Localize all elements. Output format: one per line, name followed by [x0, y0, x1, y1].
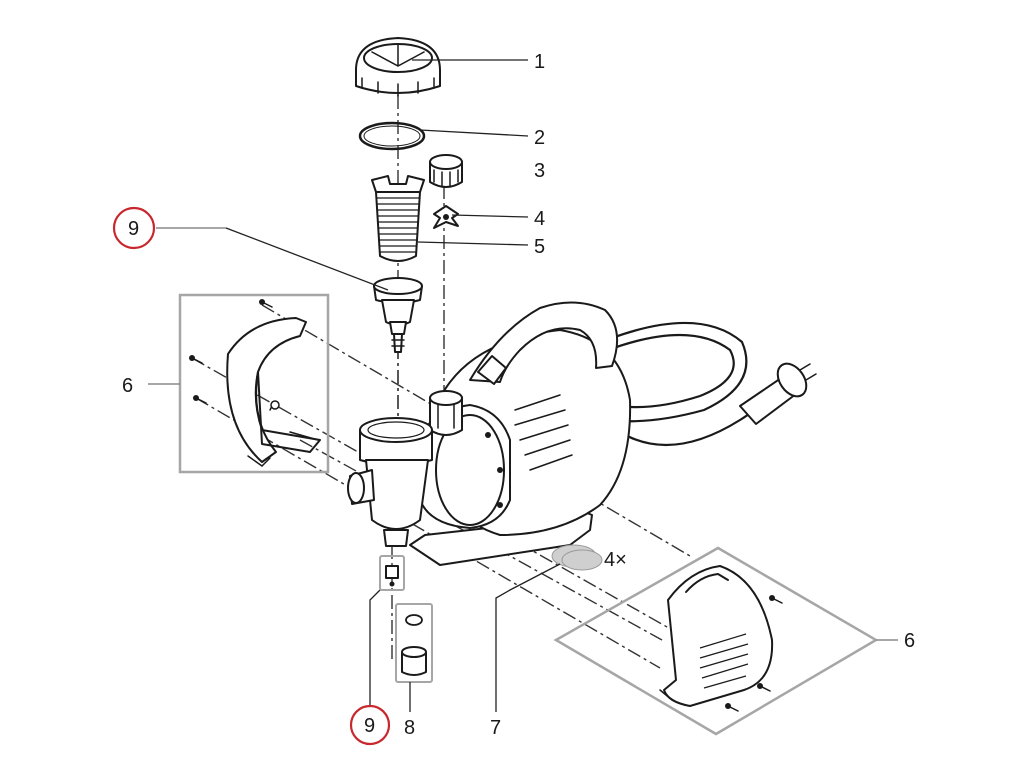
part-9-valve-upper [373, 277, 423, 353]
callout-5: 5 [534, 236, 545, 258]
quantity-label: 4× [604, 549, 627, 571]
callout-6-right: 6 [904, 630, 915, 652]
part-1-cap [355, 37, 441, 97]
highlight-rings [112, 206, 391, 746]
part-8-drain-plug [395, 603, 433, 683]
power-cord [602, 321, 817, 446]
highlight-ring-9-top [112, 206, 156, 250]
callout-4: 4 [534, 208, 545, 230]
callout-2: 2 [534, 127, 545, 149]
callout-8: 8 [404, 717, 415, 739]
pump-body [347, 301, 632, 566]
callout-7: 7 [490, 717, 501, 739]
part-6-cover-left [189, 299, 321, 467]
highlight-ring-9-bottom [349, 704, 391, 746]
callout-6-left: 6 [122, 375, 133, 397]
callout-1: 1 [534, 51, 545, 73]
part-7-foot [551, 544, 603, 571]
callout-labels: 1 2 3 4 5 9 6 6 4× 9 8 7 [122, 51, 915, 739]
callout-3: 3 [534, 160, 545, 182]
part-6-cover-right [659, 565, 783, 712]
part-5-filter [371, 175, 425, 262]
part-2-o-ring [358, 121, 426, 151]
part-4-valve [433, 205, 459, 229]
part-9-valve-lower [379, 555, 405, 591]
leader-lines [148, 59, 898, 712]
callout-9-top: 9 [128, 218, 139, 240]
part-3-adapter [429, 154, 463, 188]
callout-9-bottom: 9 [364, 715, 375, 737]
